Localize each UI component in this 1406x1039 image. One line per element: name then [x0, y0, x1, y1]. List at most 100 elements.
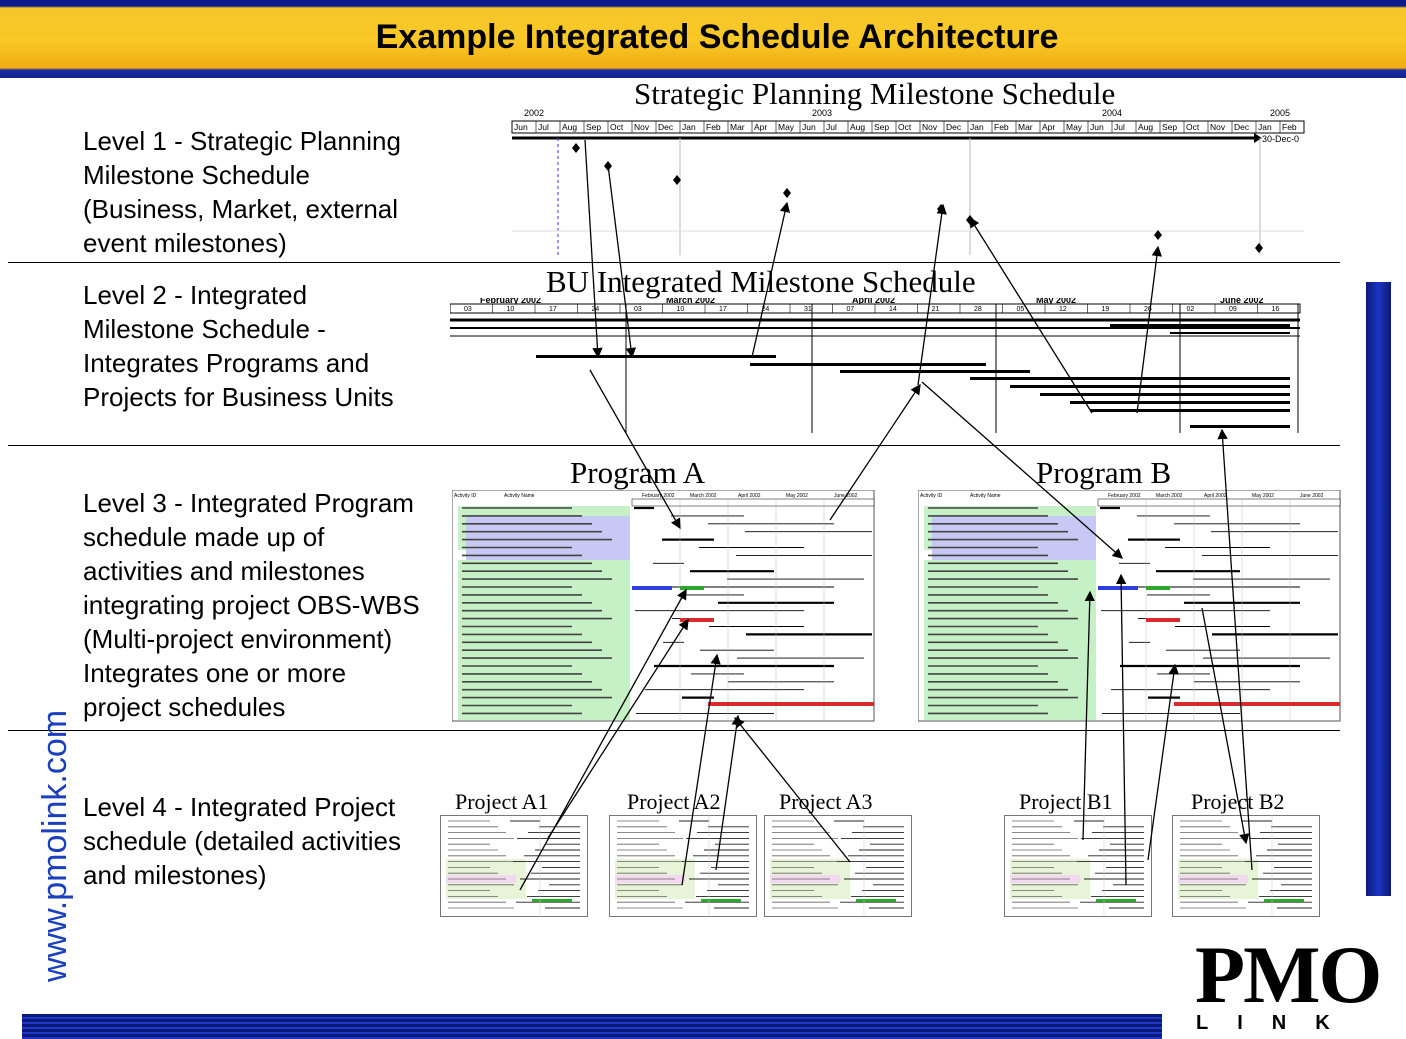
strategic-year-label: 2003	[812, 108, 832, 118]
program-b-gantt: Activity ID Activity Name February 2002 M…	[918, 490, 1341, 722]
level-1-line: event milestones)	[83, 228, 287, 258]
program-b-col-id: Activity ID	[920, 493, 943, 499]
bu-week-label: 09	[1229, 306, 1237, 313]
bu-week-label: 31	[804, 306, 812, 313]
bu-week-label: 24	[762, 306, 770, 313]
program-month-label: June 2002	[1300, 493, 1324, 499]
bu-week-label: 17	[549, 306, 557, 313]
strategic-month-label: Mar	[730, 122, 745, 132]
strategic-month-label: Dec	[1234, 122, 1250, 132]
strategic-month-label: Feb	[706, 122, 721, 132]
bu-week-label: 05	[1017, 306, 1025, 313]
level-2-description: Level 2 - Integrated Milestone Schedule …	[83, 278, 394, 414]
program-b-col-name: Activity Name	[970, 493, 1001, 499]
level-2-line: Level 2 - Integrated	[83, 280, 308, 310]
pmo-logo: PMO	[1195, 929, 1382, 1020]
right-decorative-stripe	[1366, 282, 1391, 896]
strategic-month-label: Jan	[682, 122, 696, 132]
project-a1-label: Project A1	[455, 789, 549, 814]
program-month-label: April 2002	[1204, 493, 1227, 499]
strategic-month-label: Jan	[970, 122, 984, 132]
program-month-label: May 2002	[1252, 493, 1274, 499]
project-b2-schedule	[1172, 815, 1320, 917]
program-month-label: June 2002	[834, 493, 858, 499]
program-month-label: February 2002	[1108, 493, 1141, 499]
bu-week-label: 03	[464, 306, 472, 313]
bu-week-label: 28	[974, 306, 982, 313]
strategic-month-label: Sep	[874, 122, 889, 132]
project-a2-label: Project A2	[627, 789, 721, 814]
strategic-end-label: 30-Dec-0	[1262, 134, 1299, 144]
bu-week-label: 21	[932, 306, 940, 313]
strategic-month-label: Dec	[658, 122, 674, 132]
project-a2-schedule	[609, 815, 757, 917]
level-1-line: Milestone Schedule	[83, 160, 310, 190]
bu-month-label: June 2002	[1220, 298, 1264, 305]
level-3-line: Integrates one or more	[83, 658, 347, 688]
strategic-month-label: Aug	[562, 122, 577, 132]
program-month-label: May 2002	[786, 493, 808, 499]
level-separator	[8, 730, 1340, 731]
project-a3-schedule	[764, 815, 912, 917]
level-1-line: Level 1 - Strategic Planning	[83, 126, 401, 156]
level-3-line: schedule made up of	[83, 522, 325, 552]
bu-week-label: 03	[634, 306, 642, 313]
strategic-month-label: Oct	[1186, 122, 1200, 132]
bu-week-label: 24	[592, 306, 600, 313]
bu-week-label: 12	[1059, 306, 1067, 313]
level-3-line: integrating project OBS-WBS	[83, 590, 420, 620]
level-3-line: project schedules	[83, 692, 286, 722]
bu-week-label: 10	[507, 306, 515, 313]
program-month-label: February 2002	[642, 493, 675, 499]
strategic-month-label: Apr	[754, 122, 767, 132]
strategic-year-label: 2005	[1270, 108, 1290, 118]
project-b1-schedule	[1004, 815, 1152, 917]
strategic-month-label: Jul	[538, 122, 549, 132]
bu-week-label: 07	[847, 306, 855, 313]
bu-month-label: March 2002	[666, 298, 715, 305]
strategic-month-label: May	[778, 122, 795, 132]
bu-week-label: 19	[1102, 306, 1110, 313]
program-a-title: Program A	[570, 455, 706, 490]
bu-month-label: April 2002	[852, 298, 895, 305]
project-a1-schedule	[440, 815, 588, 917]
level-separator	[8, 262, 1340, 263]
bu-week-label: 14	[889, 306, 897, 313]
strategic-month-label: Jun	[1090, 122, 1104, 132]
website-link[interactable]: www.pmolink.com	[36, 709, 74, 982]
strategic-month-label: Jul	[826, 122, 837, 132]
strategic-month-label: Dec	[946, 122, 962, 132]
pmo-logo-link: LINK	[1196, 1012, 1359, 1034]
level-2-line: Projects for Business Units	[83, 382, 394, 412]
bu-week-label: 26	[1144, 306, 1152, 313]
strategic-month-label: Jul	[1114, 122, 1125, 132]
strategic-month-label: Oct	[898, 122, 912, 132]
program-b-title: Program B	[1036, 455, 1172, 490]
title-bar	[0, 0, 1406, 78]
strategic-year-label: 2002	[524, 108, 544, 118]
bu-month-label: February 2002	[480, 298, 541, 305]
strategic-schedule-title: Strategic Planning Milestone Schedule	[634, 76, 1116, 111]
level-3-description: Level 3 - Integrated Program schedule ma…	[83, 486, 420, 724]
program-a-col-id: Activity ID	[454, 493, 477, 499]
strategic-month-label: Sep	[1162, 122, 1177, 132]
bu-week-label: 17	[719, 306, 727, 313]
strategic-month-label: Nov	[1210, 122, 1226, 132]
strategic-month-label: Mar	[1018, 122, 1033, 132]
strategic-month-label: Jan	[1258, 122, 1272, 132]
level-3-line: Level 3 - Integrated Program	[83, 488, 414, 518]
strategic-month-label: Aug	[1138, 122, 1153, 132]
bu-schedule-title: BU Integrated Milestone Schedule	[546, 264, 976, 299]
program-month-label: April 2002	[738, 493, 761, 499]
program-month-label: March 2002	[1156, 493, 1183, 499]
bu-week-label: 10	[677, 306, 685, 313]
strategic-month-label: Feb	[994, 122, 1009, 132]
level-4-line: Level 4 - Integrated Project	[83, 792, 396, 822]
level-4-description: Level 4 - Integrated Project schedule (d…	[83, 790, 401, 892]
project-b2-label: Project B2	[1191, 789, 1285, 814]
strategic-month-label: Aug	[850, 122, 865, 132]
level-4-line: and milestones)	[83, 860, 267, 890]
